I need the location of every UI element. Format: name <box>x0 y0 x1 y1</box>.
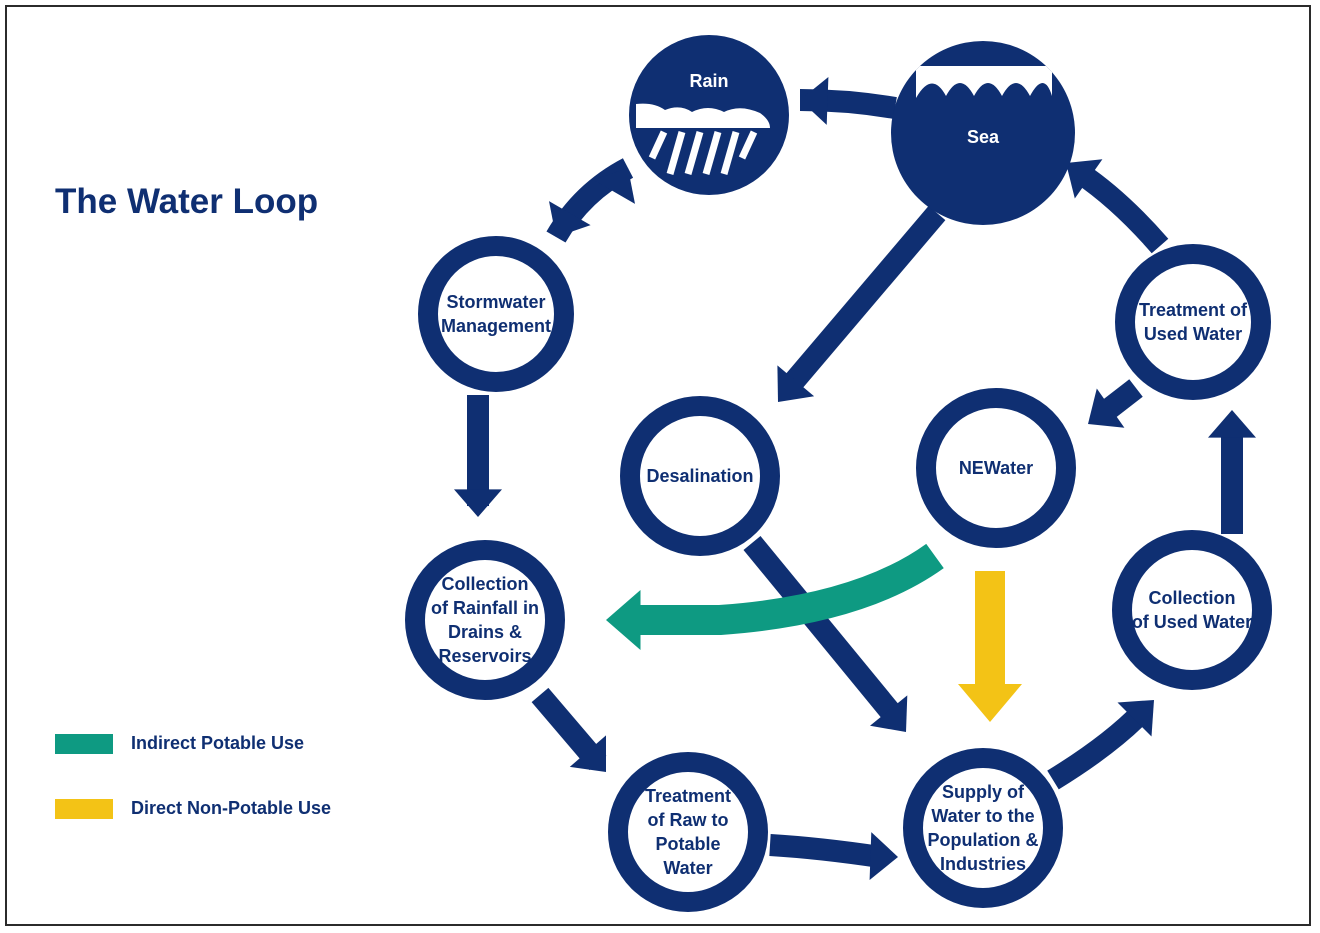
arrow-treatment-used-to-newater <box>1088 379 1143 428</box>
arrow-head <box>549 201 591 237</box>
arrow-head <box>777 365 815 402</box>
node-label-line: Population & <box>928 830 1039 850</box>
arrow-supply-to-collection-used <box>1047 700 1154 790</box>
legend-label-direct: Direct Non-Potable Use <box>131 798 332 818</box>
arrow-shaft <box>975 571 1005 685</box>
arrow-head <box>569 735 606 772</box>
node-label-line: Supply of <box>942 782 1025 802</box>
legend-label-indirect: Indirect Potable Use <box>131 733 305 753</box>
arrow-head <box>606 590 641 650</box>
node-collection-rainfall: Collection of Rainfall in Drains & Reservoi… <box>405 540 565 700</box>
node-circle <box>608 752 768 912</box>
node-circle <box>903 748 1063 908</box>
arrow-rain-to-stormwater <box>546 158 635 243</box>
arrow-shaft <box>1047 704 1150 790</box>
node-label-line: Used Water <box>1144 324 1242 344</box>
flow-arrows <box>454 77 1256 880</box>
arrow-head <box>1088 388 1125 428</box>
legend-swatch-direct <box>55 798 113 819</box>
arrow-head <box>958 684 1022 722</box>
node-label-line: Treatment of <box>1139 300 1248 320</box>
node-label-line: of Raw to <box>648 810 729 830</box>
arrow-head <box>593 168 635 204</box>
arrow-newater-to-collection-rainfall <box>606 543 944 650</box>
node-rain: Rain <box>629 35 789 195</box>
rain-icon <box>636 103 770 175</box>
node-desalination: Desalination <box>620 396 780 556</box>
arrow-stormwater-to-collection-rainfall <box>454 395 502 517</box>
rain-icon-drop <box>684 131 704 175</box>
arrow-head <box>454 489 502 517</box>
node-label-line: Water <box>663 858 712 878</box>
arrow-collection-used-to-treatment-used <box>1208 410 1256 534</box>
node-circle <box>620 396 780 556</box>
node-label-line: Drains & <box>448 622 522 642</box>
node-circle <box>405 540 565 700</box>
arrow-head <box>869 832 898 880</box>
legend-indirect: Indirect Potable Use <box>55 733 304 754</box>
diagram-title: The Water Loop <box>55 182 319 221</box>
node-label-line: Desalination <box>646 466 753 486</box>
arrow-shaft <box>1073 163 1169 254</box>
node-label-line: Stormwater <box>446 292 545 312</box>
node-circle <box>1112 530 1272 690</box>
arrow-newater-to-supply <box>958 571 1022 722</box>
arrow-desalination-to-supply <box>743 536 908 732</box>
rain-icon-drop <box>720 131 740 175</box>
arrow-head <box>800 77 829 125</box>
arrow-shaft <box>638 543 944 635</box>
node-circle <box>916 388 1076 548</box>
node-label-line: Collection <box>1148 588 1235 608</box>
arrow-sea-to-rain <box>799 77 897 125</box>
legend-swatch-indirect <box>55 733 113 754</box>
arrow-head <box>870 695 908 732</box>
node-label-line: Rain <box>689 71 728 91</box>
arrow-shaft <box>781 205 946 394</box>
node-label-line: Water to the <box>931 806 1034 826</box>
node-label-line: Reservoirs <box>438 646 531 666</box>
node-collection-used: Collection of Used Water <box>1112 530 1272 690</box>
rain-icon-drop <box>702 131 722 175</box>
arrow-treatment-raw-to-supply <box>769 832 898 880</box>
wave-icon <box>916 66 1052 98</box>
node-label-line: Potable <box>655 834 720 854</box>
arrow-head <box>1208 410 1256 438</box>
arrow-treatment-used-to-sea <box>1066 159 1169 254</box>
node-label-line: Collection <box>441 574 528 594</box>
arrow-head <box>1066 159 1103 199</box>
node-circle <box>1115 244 1271 400</box>
arrow-sea-to-desalination <box>777 205 946 402</box>
node-label-line: Treatment <box>645 786 731 806</box>
node-label-line: of Rainfall in <box>431 598 539 618</box>
rain-icon-drop <box>666 131 686 175</box>
legend-direct: Direct Non-Potable Use <box>55 798 331 819</box>
node-label-line: Industries <box>940 854 1026 874</box>
rain-icon-drop <box>648 130 668 160</box>
node-label-line: Management <box>441 316 551 336</box>
rain-icon-cloud <box>636 103 770 128</box>
arrow-shaft <box>743 536 903 723</box>
node-label-line: NEWater <box>959 458 1033 478</box>
node-sea: Sea <box>891 41 1075 225</box>
arrow-shaft <box>769 834 882 868</box>
node-circle <box>418 236 574 392</box>
rain-icon-drop <box>738 130 758 160</box>
arrow-collection-rainfall-to-treatment-raw <box>531 687 607 772</box>
node-label-line: Sea <box>967 127 1000 147</box>
node-treatment-used: Treatment of Used Water <box>1115 244 1271 400</box>
arrow-head <box>1117 700 1154 737</box>
diagram-frame <box>5 5 1311 926</box>
node-label-line: of Used Water <box>1132 612 1252 632</box>
node-newater: NEWater <box>916 388 1076 548</box>
